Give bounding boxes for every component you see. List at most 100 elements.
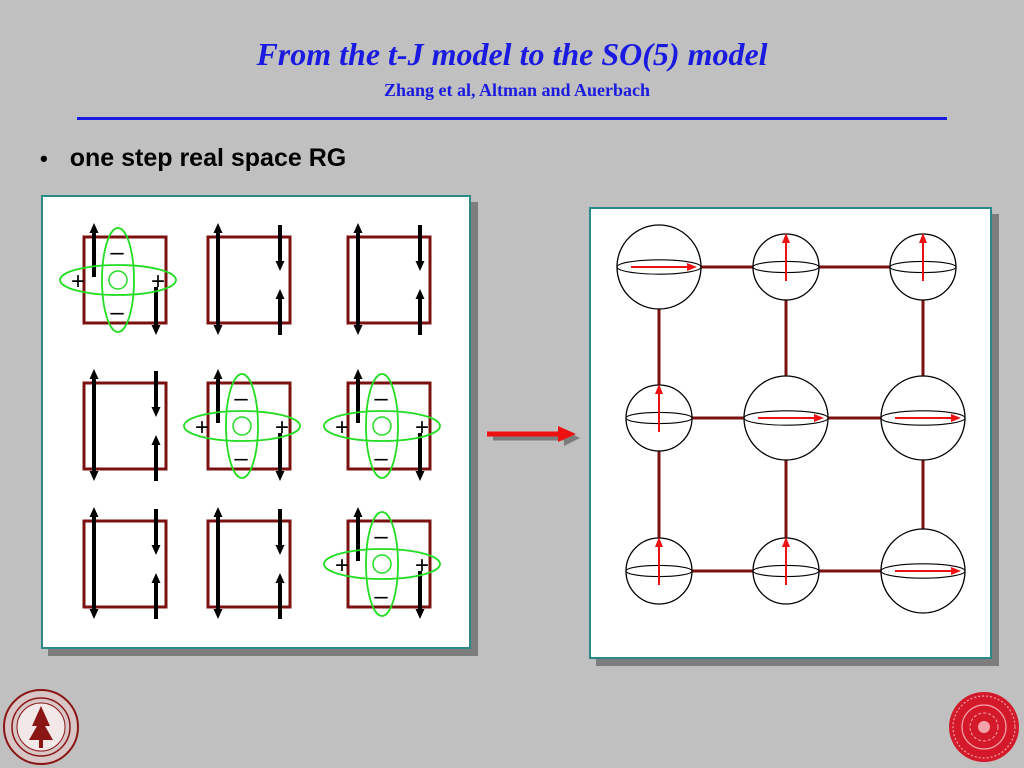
dwave-sign-top: – — [374, 385, 388, 412]
plaquette-dwave: – –+ + — [183, 369, 301, 481]
down-arrow-icon — [151, 325, 161, 335]
dwave-sign-right: + — [151, 268, 165, 295]
plaquette-dwave: ––++ — [323, 369, 441, 481]
plaquette-spin — [82, 507, 168, 619]
up-arrow-icon — [151, 435, 161, 445]
plaquette-panel: ––++––++––++––++ — [41, 195, 471, 649]
plaquette-spin — [206, 223, 292, 335]
up-arrow-icon — [353, 223, 363, 233]
dwave-sign-bottom: – — [374, 445, 388, 472]
so5-site — [752, 537, 820, 605]
down-arrow-icon — [213, 609, 223, 619]
bullet-icon: • — [40, 145, 48, 171]
plaquette-spin — [206, 507, 292, 619]
sphere-equator — [880, 410, 966, 426]
stanford-seal-logo — [3, 689, 79, 765]
so5-site — [752, 233, 820, 301]
plaquette-square — [346, 519, 432, 609]
dwave-lobe-horizontal — [59, 264, 177, 296]
up-arrow-icon — [782, 537, 790, 547]
up-arrow-icon — [353, 507, 363, 517]
right-arrow-icon — [951, 567, 961, 575]
up-arrow-icon — [919, 233, 927, 243]
plaquette-spin — [346, 223, 432, 335]
down-arrow-icon — [415, 471, 425, 481]
sphere-equator — [616, 259, 702, 275]
sphere-equator — [743, 410, 829, 426]
dwave-sign-left: + — [335, 552, 349, 579]
up-arrow-icon — [151, 573, 161, 583]
so5-site — [625, 384, 693, 452]
so5-site — [743, 375, 829, 461]
plaquette-square — [82, 381, 168, 471]
dwave-sign-top: – — [234, 385, 248, 412]
down-arrow-icon — [415, 609, 425, 619]
down-arrow-icon — [89, 471, 99, 481]
down-arrow-icon — [213, 325, 223, 335]
down-arrow-icon — [275, 261, 285, 271]
plaquette-square — [82, 235, 168, 325]
title-divider — [77, 117, 947, 120]
slide-subtitle: Zhang et al, Altman and Auerbach — [383, 80, 651, 100]
up-arrow-icon — [275, 289, 285, 299]
up-arrow-icon — [275, 573, 285, 583]
down-arrow-icon — [275, 471, 285, 481]
up-arrow-icon — [213, 507, 223, 517]
dwave-sign-left: + — [195, 414, 209, 441]
down-arrow-icon — [89, 609, 99, 619]
bullet-item: • one step real space RG — [40, 144, 346, 173]
plaquette-square — [206, 519, 292, 609]
dwave-sign-bottom: – — [374, 583, 388, 610]
so5-lattice-diagram — [616, 224, 966, 614]
up-arrow-icon — [213, 223, 223, 233]
up-arrow-icon — [89, 223, 99, 233]
so5-site — [880, 375, 966, 461]
dwave-sign-left: + — [71, 268, 85, 295]
dwave-lobe-vertical — [365, 511, 399, 617]
so5-site — [625, 537, 693, 605]
dwave-lobe-vertical — [365, 373, 399, 479]
up-arrow-icon — [782, 233, 790, 243]
dwave-sign-bottom: – — [110, 299, 124, 326]
dwave-lobe-horizontal — [323, 548, 441, 580]
dwave-lobe-vertical — [101, 227, 135, 333]
up-arrow-icon — [213, 369, 223, 379]
dwave-core — [372, 416, 392, 436]
dwave-core — [108, 270, 128, 290]
so5-site — [880, 528, 966, 614]
dwave-sign-top: – — [374, 523, 388, 550]
dwave-lobe-horizontal — [323, 410, 441, 442]
plaquette-square — [346, 381, 432, 471]
right-arrow-icon — [814, 414, 824, 422]
dwave-sign-top: – — [110, 239, 124, 266]
down-arrow-icon — [415, 261, 425, 271]
rg-arrow — [487, 426, 580, 446]
so5-site — [616, 224, 702, 310]
plaquette-spin — [82, 369, 168, 481]
plaquette-diagram: ––++––++––++––++ — [59, 223, 441, 619]
down-arrow-icon — [275, 545, 285, 555]
plaquette-dwave: – –+ + — [323, 507, 441, 619]
dwave-sign-bottom: – — [234, 445, 248, 472]
up-arrow-icon — [655, 537, 663, 547]
bullet-text: one step real space RG — [69, 144, 347, 172]
up-arrow-icon — [655, 384, 663, 394]
dwave-sign-right: + — [415, 552, 429, 579]
up-arrow-icon — [353, 369, 363, 379]
so5-site — [889, 233, 957, 301]
dwave-core — [372, 554, 392, 574]
so5-lattice-panel — [589, 207, 992, 659]
slide-title: From the t-J model to the SO(5) model — [256, 36, 768, 72]
plaquette-square — [346, 235, 432, 325]
up-arrow-icon — [89, 507, 99, 517]
plaquette-square — [82, 519, 168, 609]
dwave-sign-left: + — [335, 414, 349, 441]
sphere-equator — [880, 563, 966, 579]
dwave-sign-right: + — [275, 414, 289, 441]
dwave-core — [232, 416, 252, 436]
right-arrow-icon — [687, 263, 697, 271]
plaquette-dwave: – –+ + — [59, 223, 177, 335]
plaquette-square — [206, 235, 292, 325]
plaquette-square — [206, 381, 292, 471]
up-arrow-icon — [415, 289, 425, 299]
